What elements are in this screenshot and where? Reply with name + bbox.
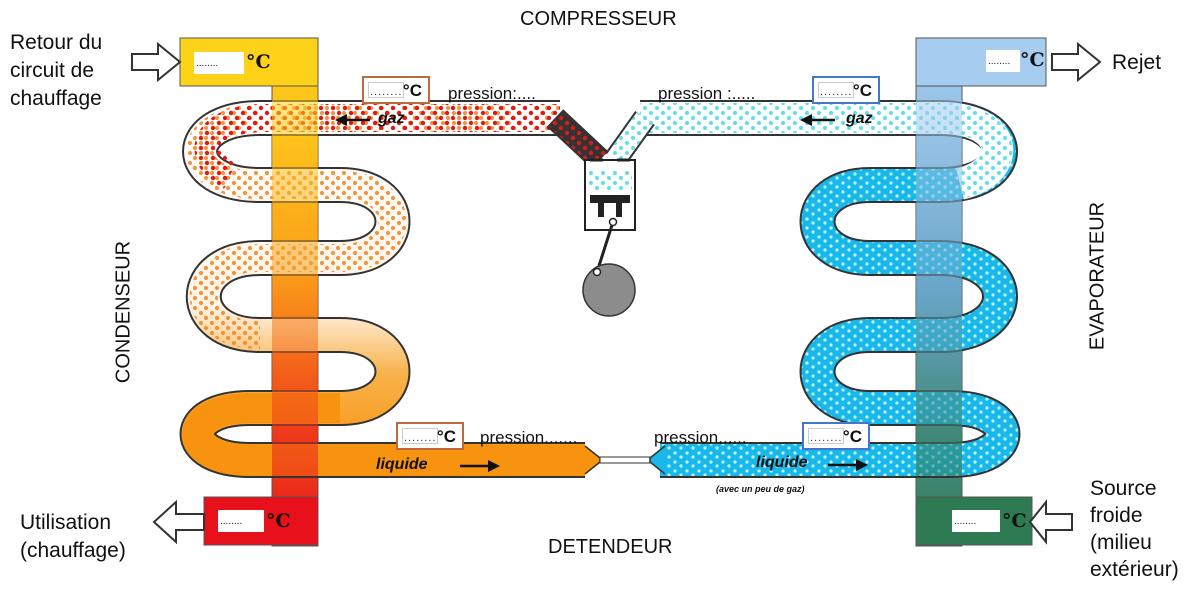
retour-label-line3: chauffage (10, 87, 102, 110)
temp-unit: °C (852, 81, 872, 100)
temp-unit-retour: °C (246, 51, 271, 73)
temp-unit-utilisation: °C (266, 510, 291, 532)
condenser-label: CONDENSEUR (112, 240, 135, 384)
arrow-in-retour-icon (131, 41, 182, 83)
temp-placeholder: ........ (404, 432, 437, 444)
temp-field[interactable] (368, 82, 404, 98)
source-label-line4: extérieur) (1090, 558, 1179, 581)
condenser-coil (179, 100, 585, 478)
temp-field-retour[interactable]: ........ (194, 52, 244, 74)
temp-unit: °C (402, 81, 422, 100)
flow-arrows (335, 114, 868, 472)
compressor (582, 158, 636, 317)
arrow-out-rejet-icon (1051, 41, 1102, 83)
source-label-line2: froide (1090, 504, 1143, 527)
compressor-pipes (546, 109, 655, 169)
temp-box-gas-hot[interactable]: ........ °C (362, 76, 430, 104)
temp-field[interactable] (818, 82, 854, 98)
expansion-valve (584, 445, 666, 475)
temp-box-gas-cold[interactable]: ........ °C (812, 76, 880, 104)
temp-unit-rejet: °C (1020, 49, 1045, 71)
temp-placeholder: ........ (370, 86, 403, 98)
arrow-in-source-icon (1028, 499, 1073, 545)
flow-gaz-right: gaz (846, 110, 873, 127)
pressure-top-right: pression :..... (658, 84, 756, 103)
temp-box-liquid-cold[interactable]: ........ °C (802, 422, 870, 450)
compressor-label: COMPRESSEUR (520, 8, 677, 30)
rejet-label: Rejet (1112, 51, 1162, 74)
temp-placeholder: ........ (820, 86, 853, 98)
pressure-top-left: pression:.... (448, 84, 536, 103)
flow-liquide-right: liquide (756, 454, 808, 471)
evaporator-label: EVAPORATEUR (1086, 201, 1109, 351)
temp-placeholder: ........ (196, 58, 219, 69)
temp-unit-source: °C (1002, 510, 1027, 532)
temp-field-utilisation[interactable]: ........ (218, 510, 264, 532)
condenser-column-overlay (272, 100, 318, 476)
source-label-line1: Source (1090, 477, 1157, 500)
retour-label-line2: circuit de (10, 59, 95, 82)
temp-unit: °C (436, 427, 456, 446)
temp-box-liquid-hot[interactable]: ........ °C (396, 422, 464, 450)
pressure-bottom-left: pression....... (480, 428, 578, 447)
source-label-line3: (milieu (1090, 531, 1152, 554)
retour-label-line1: Retour du (10, 31, 103, 54)
utilisation-label-line2: (chauffage) (20, 539, 126, 562)
outline-arrows (131, 41, 1102, 545)
liquide-note: (avec un peu de gaz) (716, 484, 805, 494)
temp-field[interactable] (402, 428, 438, 444)
temp-field-rejet[interactable]: ........ (986, 50, 1020, 72)
temp-placeholder: ........ (954, 516, 977, 527)
utilisation-label-line1: Utilisation (20, 511, 112, 534)
temp-field-source[interactable]: ........ (952, 510, 1000, 532)
expansion-valve-label: DETENDEUR (548, 536, 673, 558)
flow-gaz-left: gaz (378, 110, 405, 127)
temp-placeholder: ........ (810, 432, 843, 444)
pressure-bottom-right: pression...... (654, 428, 747, 447)
temp-unit: °C (842, 427, 862, 446)
temp-field[interactable] (808, 428, 844, 444)
flow-liquide-left: liquide (376, 456, 428, 473)
arrow-out-utilisation-icon (152, 499, 205, 545)
evaporator-column-overlay (916, 100, 962, 476)
temp-placeholder: ........ (988, 56, 1011, 67)
temp-placeholder: ........ (220, 516, 243, 527)
